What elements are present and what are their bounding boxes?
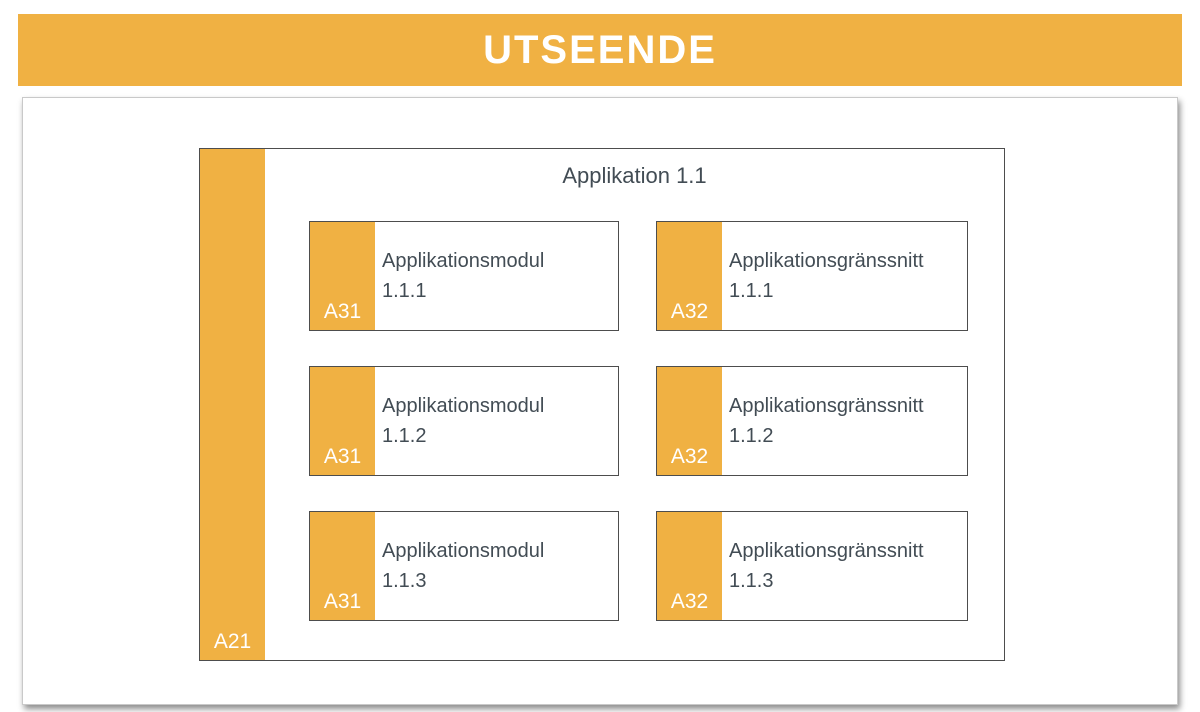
tab-code-a31: A31 <box>323 590 362 613</box>
module-box-tab: A32 <box>657 512 722 620</box>
module-box-text: Applikationsgränssnitt 1.1.1 <box>722 222 967 330</box>
module-box-tab: A31 <box>310 512 375 620</box>
module-box-tab: A31 <box>310 222 375 330</box>
page-title: UTSEENDE <box>483 27 717 72</box>
module-name: Applikationsmodul <box>382 250 545 272</box>
interface-box-1-1-1: A32 Applikationsgränssnitt 1.1.1 <box>656 221 968 331</box>
tab-code-a32: A32 <box>670 590 709 613</box>
module-number: 1.1.1 <box>729 280 774 302</box>
tab-code-a21: A21 <box>213 630 252 653</box>
module-box-text: Applikationsgränssnitt 1.1.3 <box>722 512 967 620</box>
interface-box-1-1-3: A32 Applikationsgränssnitt 1.1.3 <box>656 511 968 621</box>
module-box-text: Applikationsmodul 1.1.2 <box>375 367 618 475</box>
module-number: 1.1.3 <box>729 570 774 592</box>
module-name: Applikationsgränssnitt <box>729 250 924 272</box>
module-number: 1.1.3 <box>382 570 427 592</box>
module-box-tab: A32 <box>657 367 722 475</box>
module-name: Applikationsgränssnitt <box>729 395 924 417</box>
module-name: Applikationsmodul <box>382 540 545 562</box>
module-number: 1.1.2 <box>729 425 774 447</box>
tab-code-a32: A32 <box>670 300 709 323</box>
module-box-text: Applikationsmodul 1.1.1 <box>375 222 618 330</box>
module-box-tab: A32 <box>657 222 722 330</box>
page-header-banner: UTSEENDE <box>18 14 1182 86</box>
module-box-1-1-3: A31 Applikationsmodul 1.1.3 <box>309 511 619 621</box>
module-name: Applikationsgränssnitt <box>729 540 924 562</box>
application-container: A21 Applikation 1.1 A31 Applikationsmodu… <box>199 148 1005 661</box>
module-box-1-1-2: A31 Applikationsmodul 1.1.2 <box>309 366 619 476</box>
module-box-text: Applikationsmodul 1.1.3 <box>375 512 618 620</box>
application-content: Applikation 1.1 A31 Applikationsmodul 1.… <box>265 149 1004 660</box>
module-number: 1.1.1 <box>382 280 427 302</box>
module-number: 1.1.2 <box>382 425 427 447</box>
interface-box-1-1-2: A32 Applikationsgränssnitt 1.1.2 <box>656 366 968 476</box>
module-grid: A31 Applikationsmodul 1.1.1 A32 Applikat… <box>309 221 968 621</box>
tab-code-a31: A31 <box>323 445 362 468</box>
tab-code-a32: A32 <box>670 445 709 468</box>
application-container-tab: A21 <box>200 149 265 660</box>
application-title: Applikation 1.1 <box>562 163 707 188</box>
module-box-1-1-1: A31 Applikationsmodul 1.1.1 <box>309 221 619 331</box>
slide-panel: A21 Applikation 1.1 A31 Applikationsmodu… <box>22 97 1178 705</box>
module-name: Applikationsmodul <box>382 395 545 417</box>
module-box-tab: A31 <box>310 367 375 475</box>
tab-code-a31: A31 <box>323 300 362 323</box>
module-box-text: Applikationsgränssnitt 1.1.2 <box>722 367 967 475</box>
